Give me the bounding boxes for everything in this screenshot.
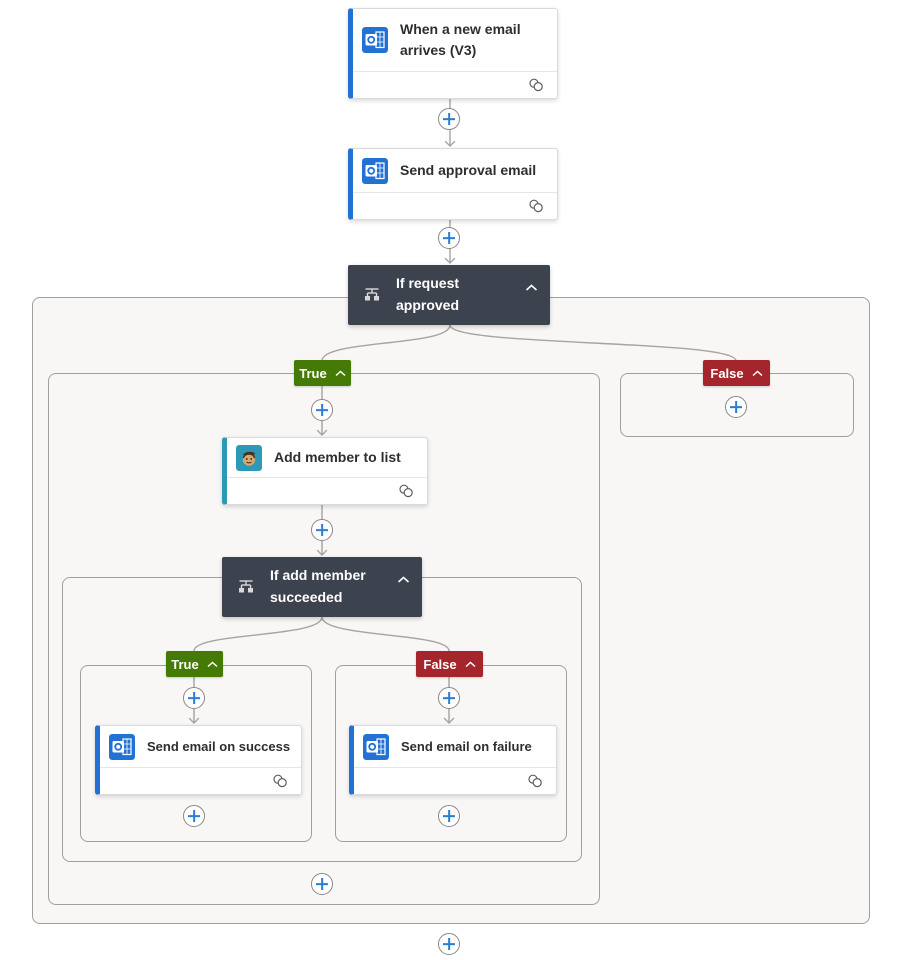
branch-label: False	[423, 656, 457, 672]
collapse-chevron-icon[interactable]	[397, 571, 410, 589]
collapse-chevron-icon[interactable]	[335, 369, 346, 377]
action-card-add-member[interactable]: Add member to list	[222, 437, 428, 505]
card-title: Send email on success	[147, 738, 291, 754]
collapse-chevron-icon[interactable]	[752, 369, 763, 377]
card-header: Add member to list	[227, 438, 427, 477]
branch-true-badge[interactable]: True	[294, 360, 351, 386]
branch-false-badge[interactable]: False	[703, 360, 770, 386]
collapse-chevron-icon[interactable]	[465, 660, 476, 668]
branch-label: False	[710, 365, 744, 381]
outlook-icon	[362, 157, 388, 184]
insert-action-button[interactable]	[438, 805, 460, 827]
action-card-send-approval[interactable]: Send approval email	[348, 148, 558, 220]
card-title: Send approval email	[400, 162, 537, 178]
action-card-send-failure[interactable]: Send email on failure	[349, 725, 557, 795]
insert-step-button[interactable]	[438, 227, 460, 249]
card-header: Send email on success	[100, 726, 301, 767]
connection-icon	[399, 484, 413, 498]
mailchimp-icon	[236, 444, 262, 471]
inner-branch-false-badge[interactable]: False	[416, 651, 483, 677]
card-footer	[354, 767, 556, 794]
condition-title: If request approved	[396, 275, 460, 313]
card-header: When a new email arrives (V3)	[353, 9, 557, 71]
card-title: Add member to list	[274, 449, 401, 465]
new-step-button[interactable]	[438, 933, 460, 955]
insert-step-button[interactable]	[311, 519, 333, 541]
insert-action-button[interactable]	[311, 399, 333, 421]
insert-action-button[interactable]	[311, 873, 333, 895]
action-card-send-success[interactable]: Send email on success	[95, 725, 302, 795]
card-title: Send email on failure	[401, 738, 532, 754]
condition-icon	[236, 578, 256, 596]
card-footer	[353, 71, 557, 98]
connection-icon	[528, 774, 542, 788]
card-header: Send approval email	[353, 149, 557, 192]
branch-label: True	[171, 656, 199, 672]
connection-icon	[529, 78, 543, 92]
card-footer	[100, 767, 301, 794]
card-footer	[353, 192, 557, 219]
outlook-icon	[362, 27, 388, 53]
card-footer	[227, 477, 427, 504]
condition-card-add-member-succeeded[interactable]: If add member succeeded	[222, 557, 422, 617]
outlook-icon	[363, 733, 389, 760]
connection-icon	[529, 199, 543, 213]
card-header: Send email on failure	[354, 726, 556, 767]
connection-icon	[273, 774, 287, 788]
condition-title: If add member succeeded	[270, 567, 366, 605]
insert-action-button[interactable]	[183, 687, 205, 709]
collapse-chevron-icon[interactable]	[525, 279, 538, 297]
trigger-card-new-email[interactable]: When a new email arrives (V3)	[348, 8, 558, 99]
condition-card-request-approved[interactable]: If request approved	[348, 265, 550, 325]
insert-action-button[interactable]	[438, 687, 460, 709]
condition-icon	[362, 286, 382, 304]
inner-branch-true-badge[interactable]: True	[166, 651, 223, 677]
insert-step-button[interactable]	[438, 108, 460, 130]
outlook-icon	[109, 733, 135, 760]
branch-label: True	[299, 365, 327, 381]
collapse-chevron-icon[interactable]	[207, 660, 218, 668]
insert-action-button[interactable]	[183, 805, 205, 827]
card-title: When a new email arrives (V3)	[400, 21, 521, 58]
insert-action-button[interactable]	[725, 396, 747, 418]
